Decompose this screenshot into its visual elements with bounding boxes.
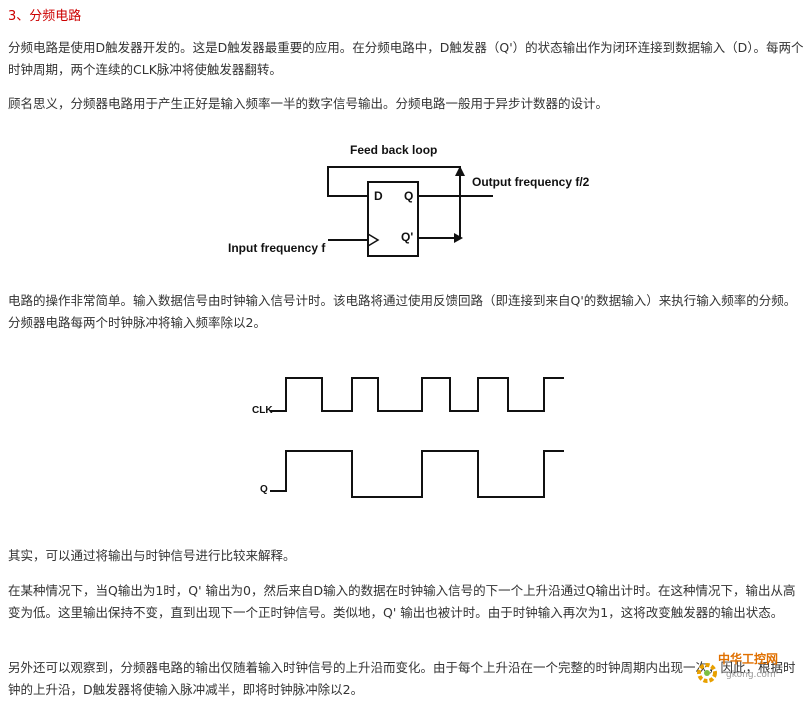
watermark-url: gkong.com	[726, 670, 776, 680]
paragraph-conclusion: 另外还可以观察到，分频器电路的输出仅随着输入时钟信号的上升沿而变化。由于每个上升…	[8, 660, 796, 697]
paragraph-intro: 分频电路是使用D触发器开发的。这是D触发器最重要的应用。在分频电路中，D触发器（…	[8, 40, 804, 77]
feedback-loop-label: Feed back loop	[350, 143, 437, 157]
qbar-pin-label: Q'	[401, 230, 413, 244]
paragraph-comparison: 其实，可以通过将输出与时钟信号进行比较来解释。	[8, 548, 296, 563]
q-waveform	[270, 450, 564, 498]
paragraph-operation: 电路的操作非常简单。输入数据信号由时钟输入信号计时。该电路将通过使用反馈回路（即…	[8, 293, 797, 330]
output-frequency-label: Output frequency f/2	[472, 175, 590, 189]
d-pin-label: D	[374, 189, 383, 203]
timing-diagram: CLK Q	[226, 347, 590, 531]
frequency-divider-circuit-diagram: Feed back loop D Q Q' Output frequency f…	[208, 130, 608, 276]
gear-icon	[697, 663, 717, 683]
paragraph-purpose: 顾名思义，分频器电路用于产生正好是输入频率一半的数字信号输出。分频电路一般用于异…	[8, 96, 609, 111]
q-pin-label: Q	[404, 189, 413, 203]
paragraph-explanation: 在某种情况下，当Q输出为1时，Q' 输出为0，然后来自D输入的数据在时钟输入信号…	[8, 583, 796, 620]
section-heading: 3、分频电路	[8, 9, 82, 24]
q-label: Q	[260, 484, 268, 495]
input-frequency-label: Input frequency f	[228, 241, 326, 255]
watermark-brand: 中华工控网	[718, 652, 779, 666]
clk-label: CLK	[252, 405, 273, 416]
clk-waveform	[270, 377, 564, 412]
watermark: 中华工控网 gkong.com	[694, 648, 804, 698]
